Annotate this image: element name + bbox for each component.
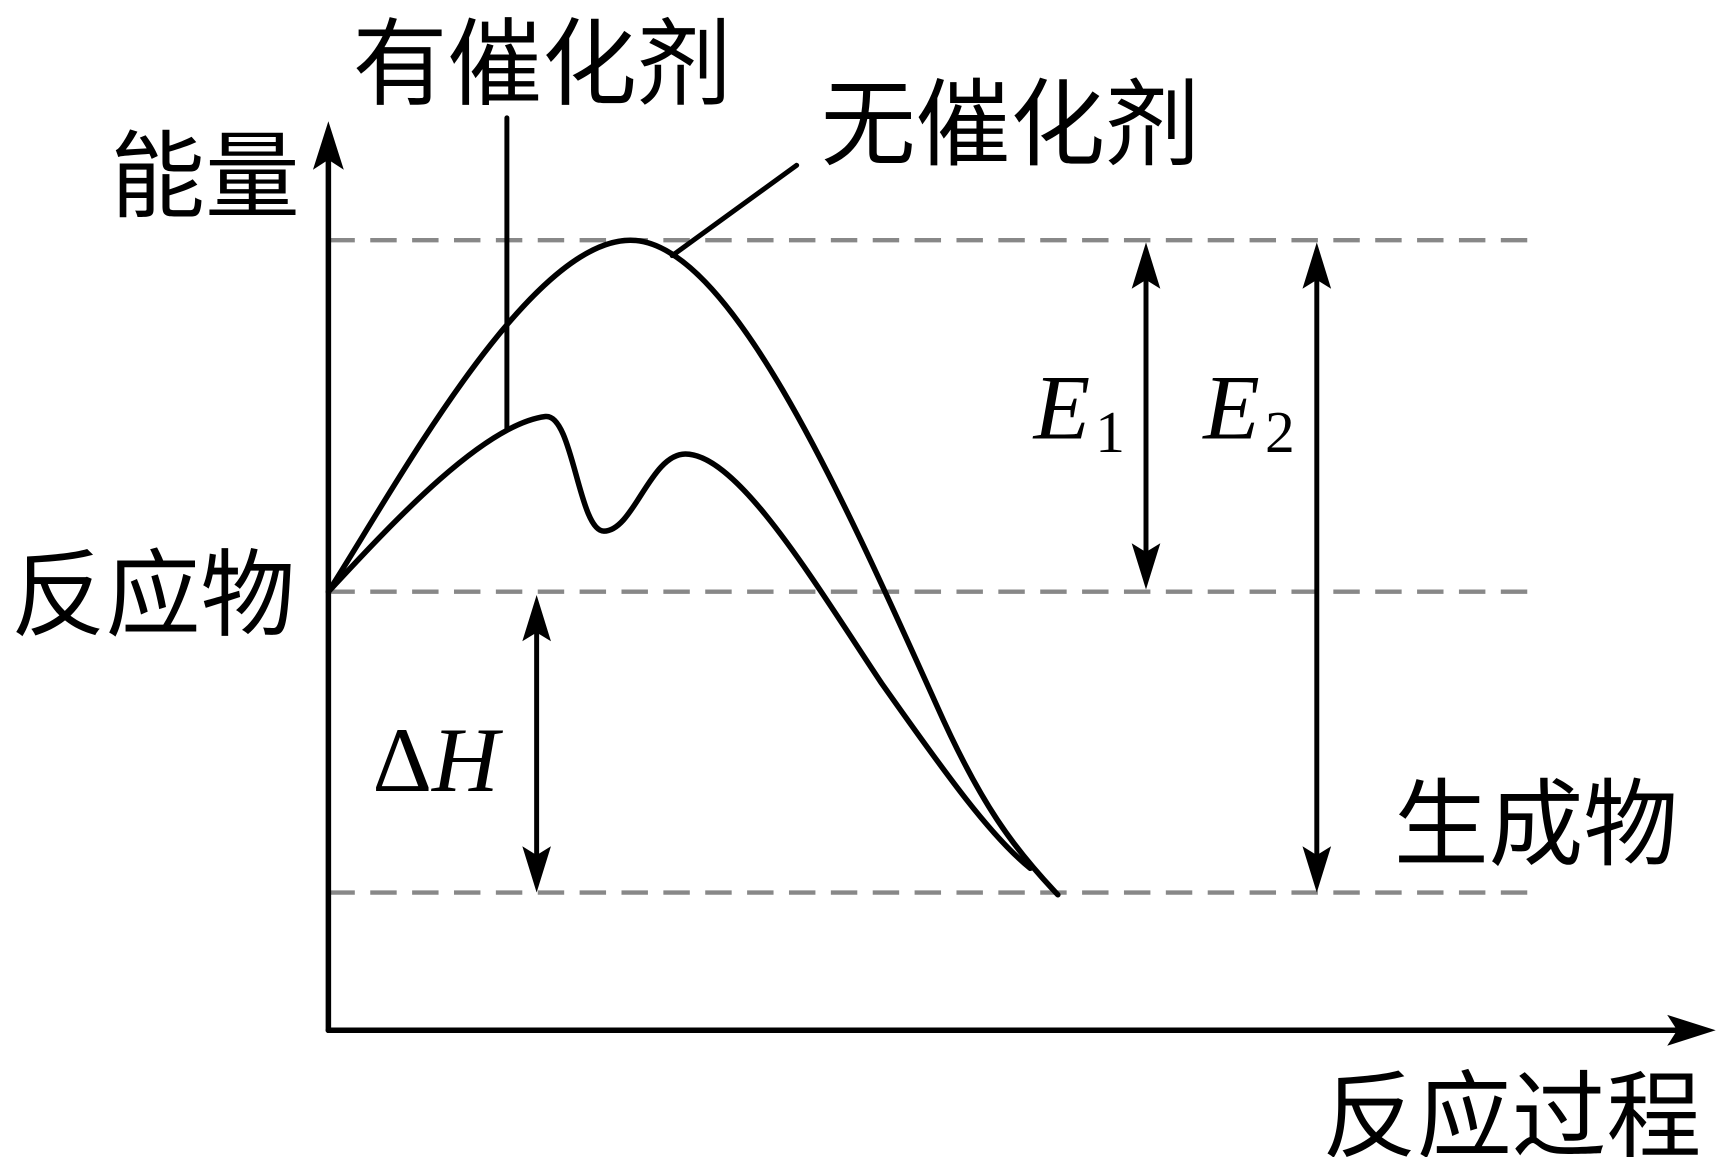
e1-arrowhead-bottom [1131, 543, 1161, 590]
delta-h-prefix: Δ [372, 710, 432, 812]
e2-arrowhead-bottom [1302, 846, 1332, 893]
x-axis-arrowhead [1667, 1014, 1716, 1046]
e1-symbol: E [1032, 358, 1091, 460]
leader-line-without-catalyst [669, 162, 800, 259]
e1-double-arrow [1131, 242, 1161, 590]
without-catalyst-label: 无催化剂 [821, 71, 1200, 181]
x-axis-label: 反应过程 [1322, 1062, 1701, 1157]
curve-without-catalyst [325, 237, 1061, 898]
products-label: 生成物 [1394, 770, 1678, 880]
delta-h-arrowhead-bottom [522, 846, 551, 893]
e2-arrowhead-top [1302, 242, 1332, 289]
e1-subscript: 1 [1095, 399, 1125, 465]
delta-h-arrowhead-top [522, 595, 551, 642]
e2-symbol: E [1201, 358, 1260, 460]
curve-with-catalyst [325, 413, 1034, 872]
e1-label: E 1 [1032, 358, 1125, 465]
y-axis-arrowhead [312, 121, 344, 170]
e2-label: E 2 [1201, 358, 1294, 465]
delta-h-double-arrow [522, 595, 551, 893]
reactants-label: 反应物 [11, 541, 295, 651]
e1-arrowhead-top [1131, 242, 1161, 289]
delta-h-label: Δ H [372, 710, 503, 812]
y-axis-label: 能量 [110, 122, 300, 232]
delta-h-symbol: H [431, 710, 503, 812]
e2-double-arrow [1302, 242, 1332, 893]
e2-subscript: 2 [1265, 399, 1295, 465]
with-catalyst-label: 有催化剂 [353, 10, 732, 120]
